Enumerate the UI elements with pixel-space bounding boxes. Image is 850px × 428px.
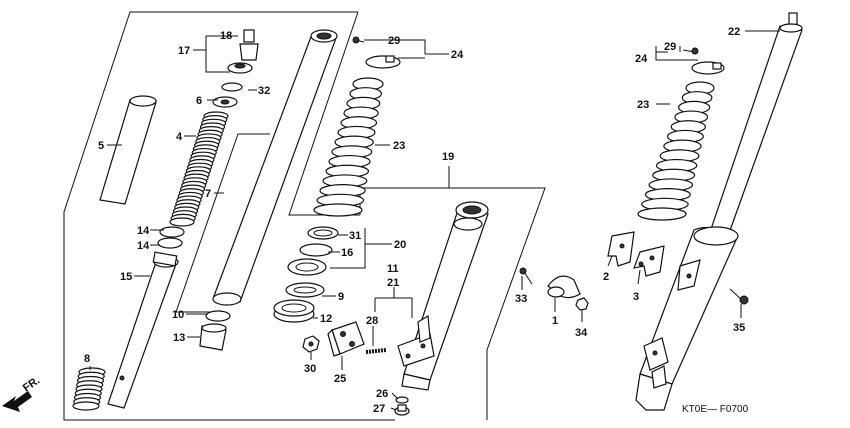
- drain-washer: [395, 396, 409, 404]
- stopper-ring-lower: [157, 237, 183, 249]
- callout-29-middle: 29: [388, 35, 400, 47]
- callout-21: 21: [387, 277, 399, 289]
- oil-seal: [287, 258, 327, 276]
- callout-labels: 5 17 18 6 32 4 7 14 14 15 10 13 8 29 24 …: [84, 26, 745, 415]
- fork-slider: [397, 201, 489, 391]
- o-ring: [221, 82, 243, 92]
- callout-32: 32: [258, 85, 270, 97]
- back-up-ring: [285, 282, 325, 298]
- stud-bolt: [365, 348, 387, 354]
- spring-box-outline: [175, 133, 270, 313]
- callout-10: 10: [172, 309, 184, 321]
- clamp-bolt: [519, 267, 533, 285]
- guard-bolt: [729, 288, 749, 305]
- callout-8: 8: [84, 353, 90, 365]
- callout-15: 15: [120, 271, 132, 283]
- callout-20: 20: [394, 239, 406, 251]
- callout-5: 5: [98, 140, 104, 152]
- callout-33: 33: [515, 293, 527, 305]
- slider-bushing: [273, 299, 315, 323]
- callout-7: 7: [205, 188, 211, 200]
- callout-1: 1: [552, 315, 558, 327]
- callout-35: 35: [733, 322, 745, 334]
- front-fork-assembly: [635, 12, 803, 411]
- callout-26: 26: [376, 388, 388, 400]
- axle-holder: [327, 321, 365, 357]
- callout-30: 30: [304, 363, 316, 375]
- callout-29-right: 29: [664, 41, 676, 53]
- front-direction-label: FR.: [21, 374, 42, 394]
- callout-31: 31: [349, 230, 361, 242]
- oil-lock-piece: [199, 323, 227, 351]
- diagram-code: KT0E— F0700: [682, 404, 749, 415]
- rebound-spring: [72, 367, 106, 411]
- axle-holder-nut-hole: [308, 341, 314, 347]
- callout-34: 34: [575, 327, 588, 339]
- callout-16: 16: [341, 247, 353, 259]
- callout-28: 28: [366, 315, 378, 327]
- callout-12: 12: [320, 313, 332, 325]
- callout-25: 25: [334, 373, 346, 385]
- clamp-nut: [575, 297, 589, 311]
- fork-pipe: [212, 29, 338, 306]
- callout-4: 4: [176, 131, 183, 143]
- callout-2: 2: [603, 271, 609, 283]
- callout-27: 27: [373, 403, 385, 415]
- spacer-pipe: [99, 95, 157, 205]
- callout-24-middle: 24: [451, 49, 464, 61]
- fork-boot-right: [637, 81, 715, 221]
- band-bolt-right: [682, 47, 699, 55]
- callout-3: 3: [633, 291, 639, 303]
- left-assembly-outline: [63, 11, 358, 421]
- damper-rod: [107, 251, 179, 409]
- dust-seal: [307, 226, 339, 240]
- callout-13: 13: [173, 332, 185, 344]
- front-direction-arrow: FR.: [2, 374, 42, 412]
- stopper-ring-upper: [159, 226, 185, 238]
- callout-23-right: 23: [637, 99, 649, 111]
- cable-clamp: [547, 275, 581, 299]
- back-up-ring-inner: [293, 286, 317, 294]
- dust-seal-inner: [313, 229, 333, 237]
- spring-seat-inner: [220, 99, 230, 105]
- callout-11: 11: [387, 263, 399, 275]
- callout-9: 9: [338, 291, 344, 303]
- stopper-clip: [299, 243, 333, 257]
- leader-lines: [89, 30, 780, 411]
- oil-seal-inner: [295, 262, 319, 272]
- piston-ring: [205, 310, 231, 322]
- callout-23-middle: 23: [393, 140, 405, 152]
- callout-6: 6: [196, 95, 202, 107]
- callout-14-lower: 14: [137, 240, 150, 252]
- callout-22: 22: [728, 26, 740, 38]
- boot-band-right: [691, 61, 725, 75]
- boot-band-middle: [365, 55, 401, 69]
- callout-17: 17: [178, 45, 190, 57]
- band-bolt-middle: [352, 36, 365, 44]
- callout-14-upper: 14: [137, 225, 150, 237]
- callout-24-right: 24: [635, 53, 648, 65]
- fork-cap-bolt: [227, 29, 259, 74]
- fork-boot-middle: [313, 77, 384, 217]
- callout-19: 19: [442, 151, 454, 163]
- fork-spring: [169, 111, 229, 227]
- guard-bracket-a: [607, 231, 635, 267]
- guard-bracket-b: [633, 245, 665, 277]
- callout-18: 18: [220, 30, 232, 42]
- drain-bolt: [394, 404, 410, 416]
